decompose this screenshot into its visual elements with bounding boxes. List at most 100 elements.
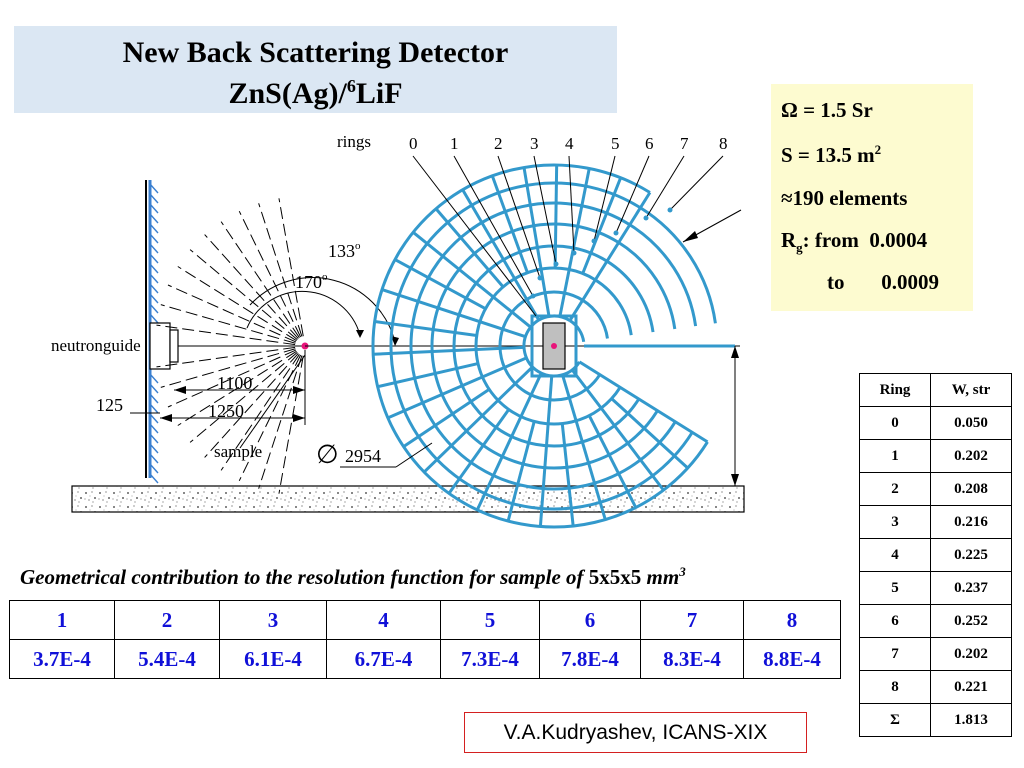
table-header-cell: 7 (640, 600, 744, 640)
param-rg-subscript: g (796, 240, 803, 256)
w-header: W, str (930, 373, 1012, 407)
ring-number-label: 3 (530, 134, 539, 153)
table-cell: 7.8E-4 (539, 639, 641, 679)
ring-w: 0.050 (930, 406, 1012, 440)
spherical-detector (371, 163, 735, 529)
ring-id: 3 (859, 505, 931, 539)
param-rg-to: to 0.0009 (827, 270, 939, 294)
dim-1100-label: 1100 (217, 373, 252, 393)
rings-label: rings (337, 132, 371, 151)
sample-label: sample (214, 442, 262, 461)
diameter-symbol: ∅ (316, 440, 339, 469)
sample-point-center (551, 343, 557, 349)
param-rg-from: Rg: from 0.0004 (781, 228, 927, 256)
subtitle-prefix: ZnS(Ag)/ (228, 77, 347, 110)
ring-w: 0.202 (930, 439, 1012, 473)
param-rg-symbol: R (781, 228, 797, 252)
ring-id: 0 (859, 406, 931, 440)
angle-170-label: 170o (295, 271, 328, 292)
ring-id: Σ (859, 703, 931, 737)
ring-number-labels: 0 1 2 3 4 5 6 7 8 (409, 134, 728, 153)
ring-w: 0.202 (930, 637, 1012, 671)
table-header-row: 1 2 3 4 5 6 7 8 (9, 600, 841, 640)
ring-dots (530, 207, 673, 299)
ring-w: 0.221 (930, 670, 1012, 704)
ring-id: 1 (859, 439, 931, 473)
ring-pointers (412, 155, 724, 317)
table-caption: Geometrical contribution to the resoluti… (20, 564, 686, 590)
caption-text: Geometrical contribution to the resoluti… (20, 565, 589, 589)
caption-unit: mm (641, 565, 680, 589)
ring-w: 0.237 (930, 571, 1012, 605)
resolution-table: 1 2 3 4 5 6 7 8 3.7E-4 5.4E-4 6.1E-4 6.7… (9, 600, 841, 679)
diameter-label: 2954 (345, 446, 381, 466)
table-header-cell: 1 (9, 600, 115, 640)
ring-header: Ring (859, 373, 931, 407)
ring-w: 0.225 (930, 538, 1012, 572)
ring-number-label: 8 (719, 134, 728, 153)
ring-number-label: 7 (680, 134, 689, 153)
table-header-cell: 3 (219, 600, 327, 640)
ring-id: 2 (859, 472, 931, 506)
table-cell: 7.3E-4 (440, 639, 540, 679)
neutronguide-label: neutronguide (51, 336, 141, 355)
ring-number-label: 6 (645, 134, 654, 153)
slide-title: New Back Scattering Detector (122, 36, 509, 69)
ring-w: 0.252 (930, 604, 1012, 638)
table-row: 3.7E-4 5.4E-4 6.1E-4 6.7E-4 7.3E-4 7.8E-… (9, 639, 841, 679)
ring-number-label: 1 (450, 134, 459, 153)
table-header-cell: 8 (743, 600, 841, 640)
ring-w: 1.813 (930, 703, 1012, 737)
ring-id: 6 (859, 604, 931, 638)
neutron-guide-wall (145, 180, 304, 484)
slide-subtitle: ZnS(Ag)/6LiF (0, 76, 631, 111)
dim-1250-label: 1250 (208, 401, 244, 421)
param-area: S = 13.5 m2 (781, 142, 881, 168)
table-cell: 5.4E-4 (114, 639, 220, 679)
ring-number-label: 2 (494, 134, 503, 153)
ring-w: 0.216 (930, 505, 1012, 539)
table-header-cell: 4 (326, 600, 441, 640)
table-cell: 3.7E-4 (9, 639, 115, 679)
table-cell: 6.1E-4 (219, 639, 327, 679)
ring-id: 8 (859, 670, 931, 704)
dim-125-label: 125 (96, 395, 123, 415)
table-header-cell: 6 (539, 600, 641, 640)
ring-id: 7 (859, 637, 931, 671)
subtitle-isotope: 6 (346, 76, 356, 96)
parameters-box: Ω = 1.5 Sr S = 13.5 m2 ≈190 elements Rg:… (771, 84, 973, 311)
param-elements: ≈190 elements (781, 186, 908, 210)
ring-id: 5 (859, 571, 931, 605)
author-credit: V.A.Kudryashev, ICANS-XIX (464, 712, 807, 753)
angle-133-label: 133o (328, 240, 361, 261)
angle-133-arc (249, 277, 396, 343)
param-solid-angle: Ω = 1.5 Sr (781, 98, 873, 122)
ring-table-header: Ring W, str (859, 373, 1012, 407)
ring-number-label: 0 (409, 134, 418, 153)
param-area-value: S = 13.5 m (781, 143, 875, 167)
ring-number-label: 5 (611, 134, 620, 153)
title-box (14, 26, 617, 113)
floor-slab (71, 485, 745, 513)
table-cell: 6.7E-4 (326, 639, 441, 679)
table-header-cell: 2 (114, 600, 220, 640)
ring-number-label: 4 (565, 134, 574, 153)
param-rg-from-value: : from 0.0004 (802, 228, 928, 252)
subtitle-suffix: LiF (355, 77, 403, 110)
table-header-cell: 5 (440, 600, 540, 640)
table-cell: 8.8E-4 (743, 639, 841, 679)
table-cell: 8.3E-4 (640, 639, 744, 679)
angle-170-arc (246, 290, 361, 336)
